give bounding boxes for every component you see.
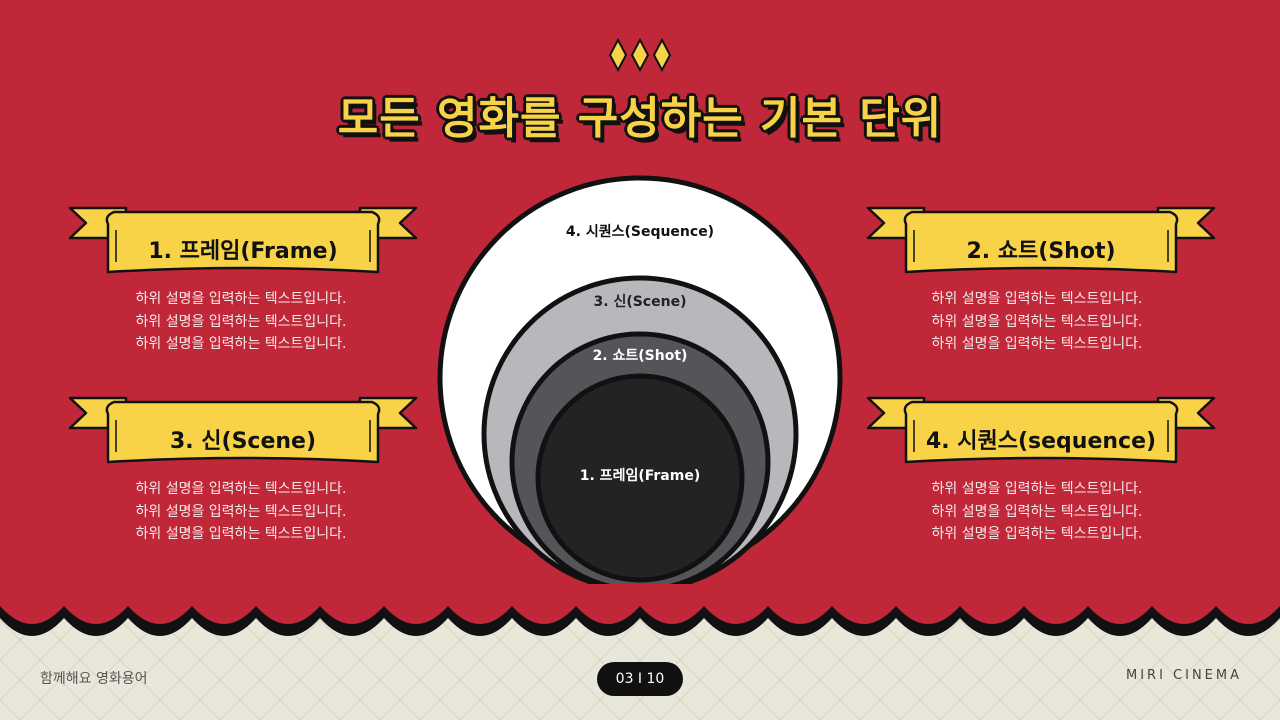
description-line: 하위 설명을 입력하는 텍스트입니다. — [931, 481, 1143, 497]
footer-subtitle: 함께해요 영화용어 — [40, 671, 148, 687]
ribbon-label: 3. 신(Scene) — [169, 429, 317, 454]
description-line: 하위 설명을 입력하는 텍스트입니다. — [135, 481, 347, 497]
brand-name: MIRI CINEMA — [1125, 668, 1242, 683]
ribbon-sequence: 4. 시퀀스(sequence) — [866, 390, 1216, 470]
ribbon-label: 4. 시퀀스(sequence) — [925, 429, 1157, 454]
label-frame: 1. 프레임(Frame) — [579, 468, 701, 484]
nested-circles-diagram — [437, 175, 843, 584]
ribbon-label: 1. 프레임(Frame) — [148, 239, 338, 264]
description-shot: 하위 설명을 입력하는 텍스트입니다. 하위 설명을 입력하는 텍스트입니다. … — [887, 288, 1187, 356]
description-line: 하위 설명을 입력하는 텍스트입니다. — [135, 313, 347, 330]
ribbon-banner-icon — [866, 206, 1216, 274]
ribbon-label: 2. 쇼트(Shot) — [966, 239, 1116, 264]
description-line: 하위 설명을 입력하는 텍스트입니다. — [931, 291, 1143, 307]
ribbon-banner-icon — [866, 396, 1216, 464]
description-line: 하위 설명을 입력하는 텍스트입니다. — [931, 526, 1143, 542]
description-line: 하위 설명을 입력하는 텍스트입니다. — [135, 526, 347, 542]
description-scene: 하위 설명을 입력하는 텍스트입니다. 하위 설명을 입력하는 텍스트입니다. … — [91, 478, 391, 546]
description-line: 하위 설명을 입력하는 텍스트입니다. — [135, 503, 347, 520]
ribbon-banner-icon — [68, 396, 418, 464]
circle-frame — [535, 373, 745, 583]
description-line: 하위 설명을 입력하는 텍스트입니다. — [135, 336, 347, 352]
label-scene: 3. 신(Scene) — [593, 294, 687, 310]
description-frame: 하위 설명을 입력하는 텍스트입니다. 하위 설명을 입력하는 텍스트입니다. … — [91, 288, 391, 356]
description-sequence: 하위 설명을 입력하는 텍스트입니다. 하위 설명을 입력하는 텍스트입니다. … — [887, 478, 1187, 546]
label-sequence: 4. 시퀀스(Sequence) — [565, 224, 715, 240]
ribbon-scene: 3. 신(Scene) — [68, 390, 418, 470]
label-shot: 2. 쇼트(Shot) — [592, 348, 688, 364]
description-line: 하위 설명을 입력하는 텍스트입니다. — [931, 336, 1143, 352]
description-line: 하위 설명을 입력하는 텍스트입니다. — [135, 291, 347, 307]
description-line: 하위 설명을 입력하는 텍스트입니다. — [931, 503, 1143, 520]
page-indicator: 03 I 10 — [597, 662, 683, 696]
ribbon-shot: 2. 쇼트(Shot) — [866, 200, 1216, 280]
page-title: 모든 영화를 구성하는 기본 단위 — [337, 93, 943, 144]
description-line: 하위 설명을 입력하는 텍스트입니다. — [931, 313, 1143, 330]
diamond-ornament-icon — [608, 38, 672, 72]
ribbon-frame: 1. 프레임(Frame) — [68, 200, 418, 280]
ribbon-banner-icon — [68, 206, 418, 274]
